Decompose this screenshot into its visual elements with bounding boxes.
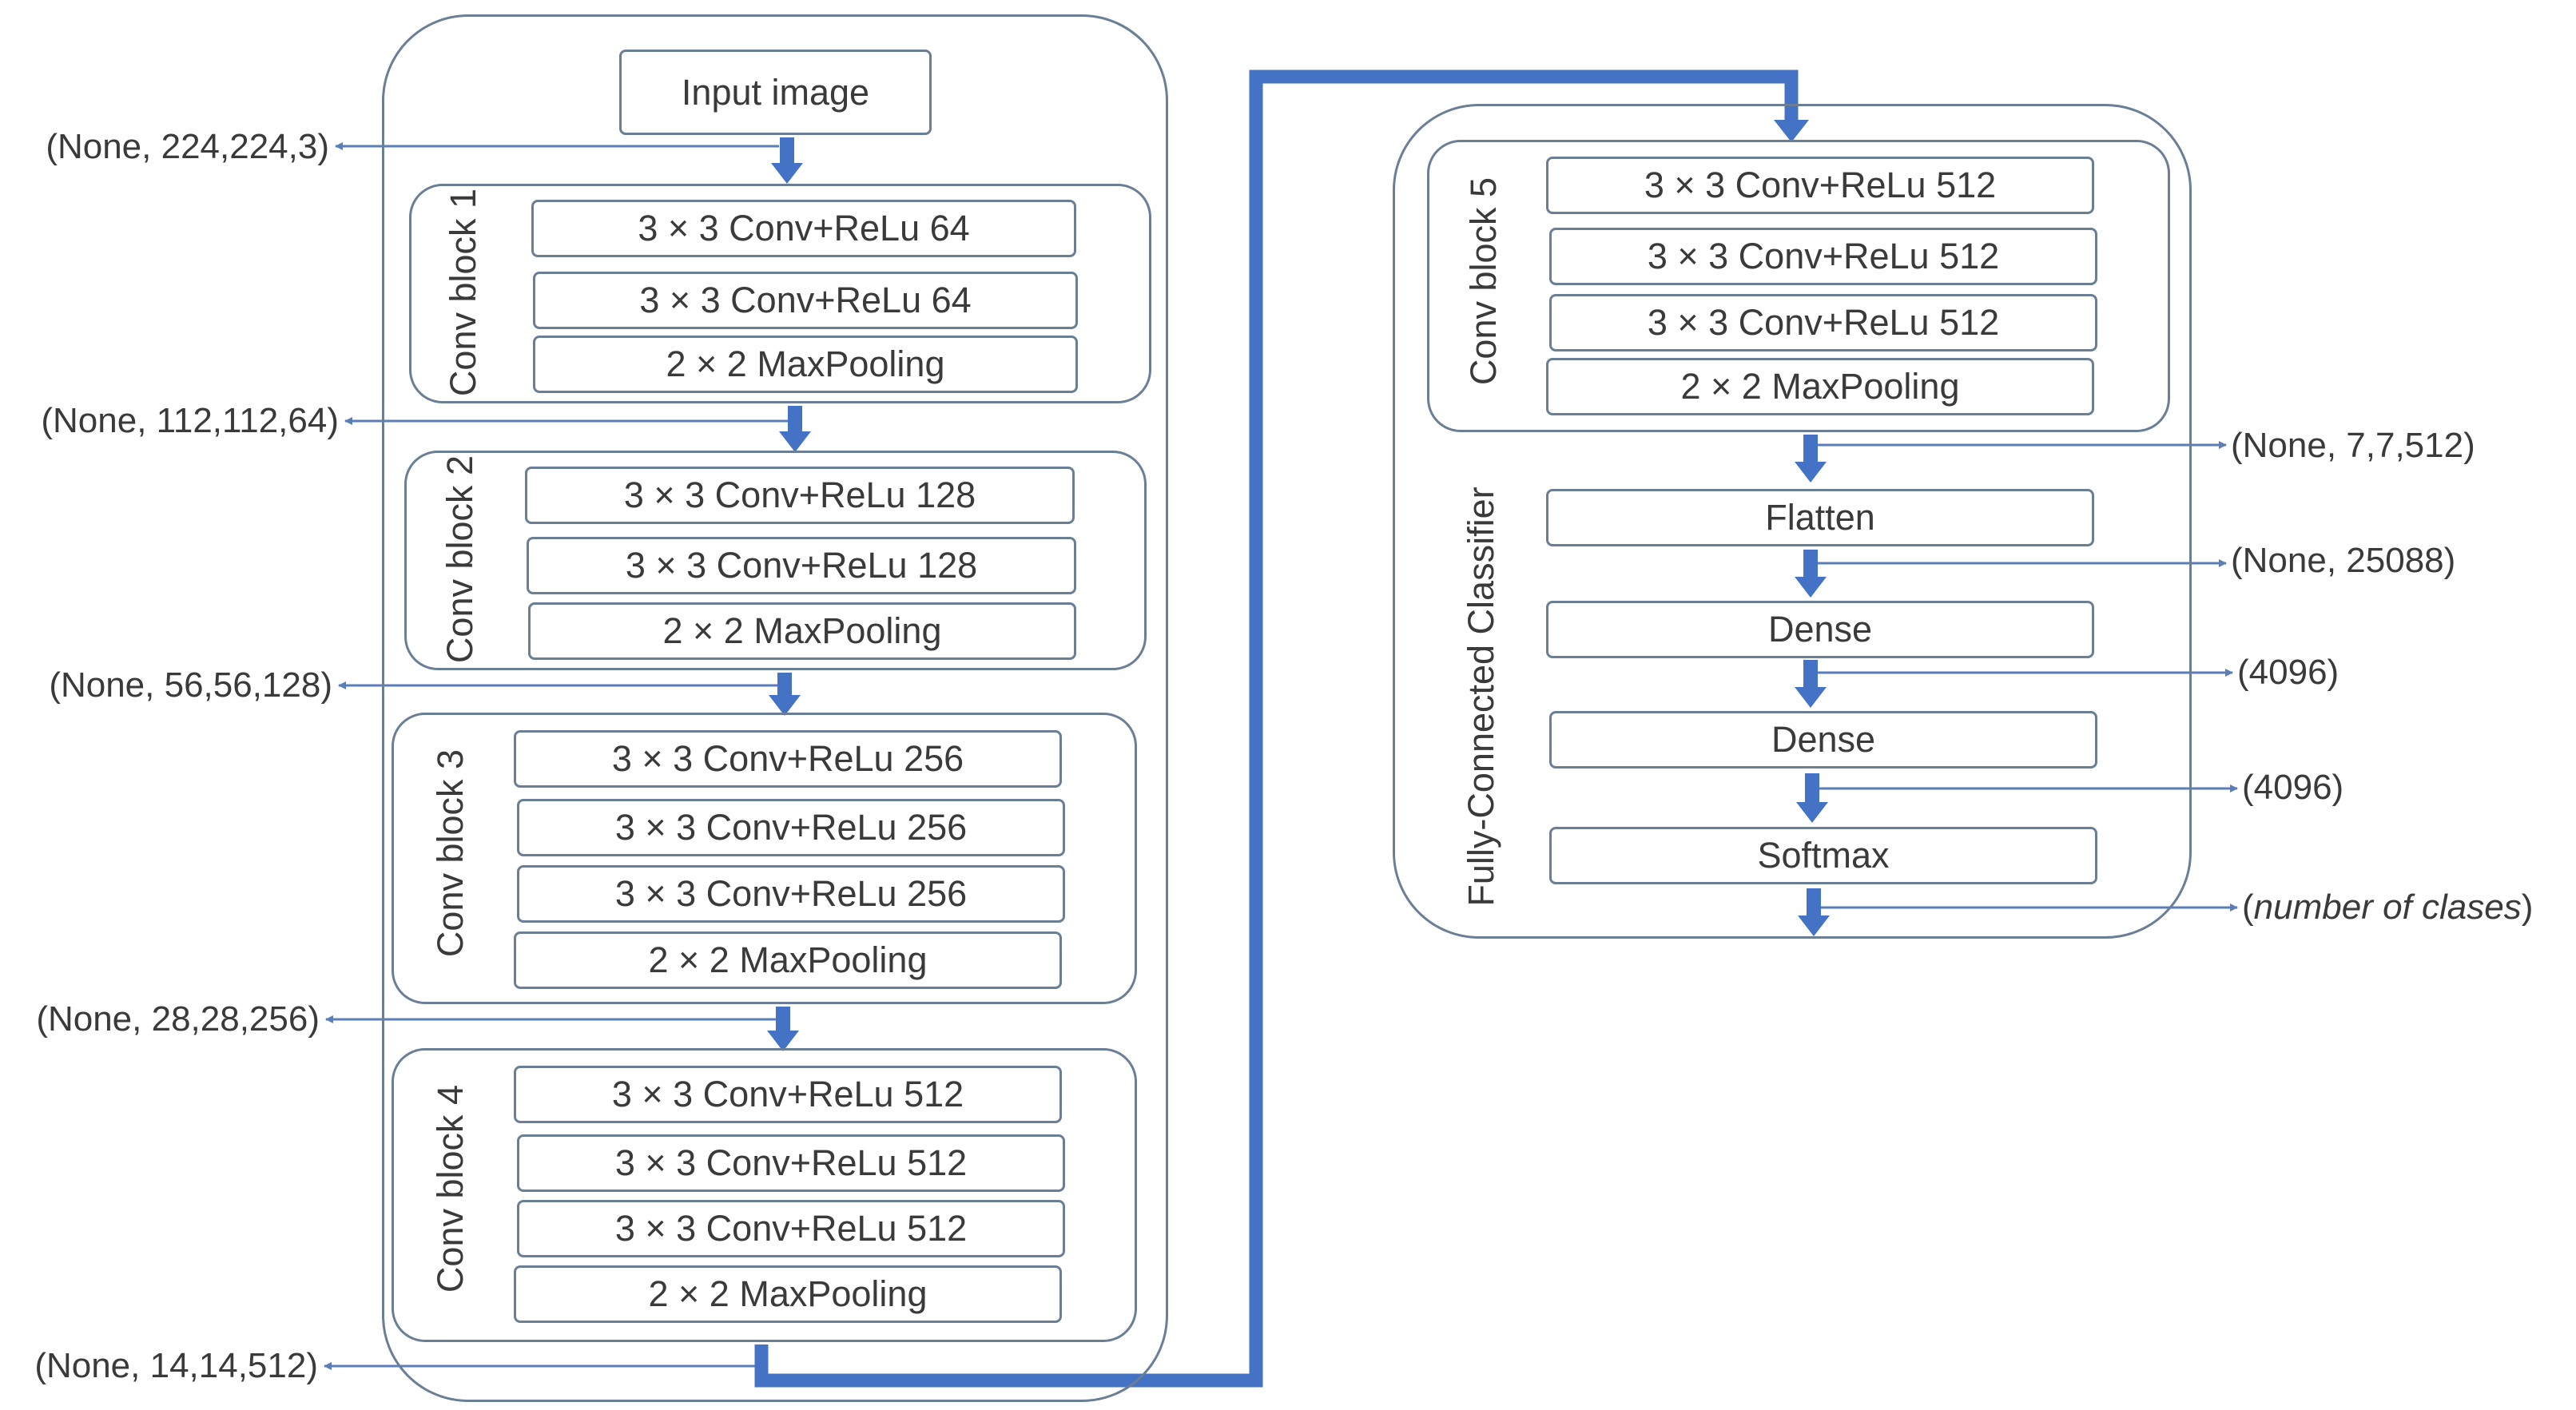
- output-shape-softmax-close: ): [2521, 888, 2534, 927]
- output-shape-block3: (None, 28,28,256): [36, 999, 320, 1039]
- conv-block-5-label: Conv block 5: [1463, 177, 1504, 386]
- classifier-panel: [1393, 104, 2192, 939]
- conv-block-1: [409, 184, 1151, 403]
- maxpool-layer: 2 × 2 MaxPooling: [528, 602, 1076, 660]
- maxpool-layer: 2 × 2 MaxPooling: [533, 336, 1078, 393]
- conv-block-5: [1427, 140, 2170, 432]
- output-shape-block4: (None, 14,14,512): [34, 1346, 318, 1385]
- softmax-layer: Softmax: [1549, 827, 2097, 884]
- flow-arrow: [767, 1007, 799, 1051]
- conv-block-3-label: Conv block 3: [430, 749, 471, 958]
- flow-arrow: [769, 673, 801, 716]
- output-shape-input: (None, 224,224,3): [46, 127, 329, 166]
- conv-block-2-label: Conv block 2: [439, 455, 480, 664]
- dense-layer: Dense: [1549, 711, 2097, 769]
- output-shape-softmax-open: (: [2242, 888, 2254, 927]
- output-shape-softmax-classes: number of clases: [2253, 888, 2522, 927]
- conv-layer: 3 × 3 Conv+ReLu 128: [525, 467, 1075, 524]
- conv-layer: 3 × 3 Conv+ReLu 512: [1549, 294, 2097, 352]
- flatten-layer: Flatten: [1546, 489, 2094, 546]
- flow-arrow: [779, 406, 811, 452]
- flow-arrow: [1796, 773, 1828, 823]
- input-image-box: Input image: [619, 50, 932, 135]
- transfer-path-arrowhead: [1774, 120, 1809, 142]
- output-shape-dense2: (4096): [2242, 768, 2344, 807]
- conv-layer: 3 × 3 Conv+ReLu 256: [514, 730, 1062, 788]
- output-shape-block5: (None, 7,7,512): [2231, 426, 2475, 465]
- flow-arrow: [1795, 435, 1827, 483]
- conv-block-2: [404, 451, 1147, 670]
- flow-arrows: [767, 120, 1830, 1051]
- output-shape-block1: (None, 112,112,64): [41, 401, 339, 440]
- dense-layer: Dense: [1546, 601, 2094, 658]
- output-shape-dense1: (4096): [2237, 653, 2339, 692]
- output-shape-flatten: (None, 25088): [2231, 541, 2456, 580]
- maxpool-layer: 2 × 2 MaxPooling: [514, 931, 1062, 989]
- flow-arrow: [771, 137, 803, 184]
- conv-layer: 3 × 3 Conv+ReLu 512: [517, 1134, 1065, 1192]
- flow-arrow: [1798, 888, 1830, 936]
- feature-map-transfer-path: [754, 70, 1799, 1388]
- conv-layer: 3 × 3 Conv+ReLu 256: [517, 865, 1065, 923]
- maxpool-layer: 2 × 2 MaxPooling: [514, 1265, 1062, 1323]
- flow-arrow: [1795, 550, 1827, 598]
- conv-layer: 3 × 3 Conv+ReLu 128: [527, 537, 1076, 594]
- conv-layer: 3 × 3 Conv+ReLu 64: [533, 272, 1078, 329]
- output-shape-block2: (None, 56,56,128): [49, 665, 332, 705]
- maxpool-layer: 2 × 2 MaxPooling: [1546, 358, 2094, 415]
- conv-block-1-label: Conv block 1: [443, 188, 483, 397]
- conv-layer: 3 × 3 Conv+ReLu 512: [514, 1066, 1062, 1123]
- conv-layer: 3 × 3 Conv+ReLu 512: [517, 1200, 1065, 1257]
- flow-arrow: [1795, 660, 1827, 708]
- conv-layer: 3 × 3 Conv+ReLu 256: [517, 799, 1065, 856]
- conv-block-4: [392, 1048, 1137, 1342]
- conv-layer: 3 × 3 Conv+ReLu 512: [1546, 157, 2094, 214]
- output-shape-softmax: (number of clases): [2242, 890, 2533, 925]
- conv-block-3: [392, 713, 1137, 1004]
- conv-layer: 3 × 3 Conv+ReLu 64: [531, 200, 1076, 257]
- conv-layer: 3 × 3 Conv+ReLu 512: [1549, 228, 2097, 285]
- conv-block-4-label: Conv block 4: [430, 1084, 471, 1293]
- classifier-label: Fully-Connected Classifier: [1461, 487, 1501, 907]
- feature-extractor-panel: [382, 14, 1168, 1402]
